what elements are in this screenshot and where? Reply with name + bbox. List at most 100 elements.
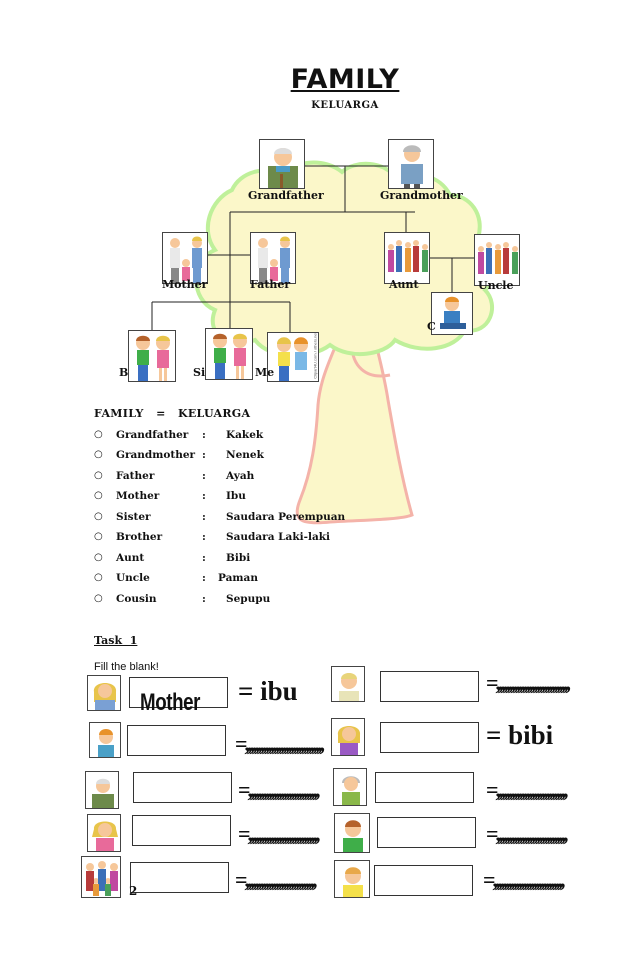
vocab-item: ○ Grandfather : Kakek [94,429,394,447]
vocab-item: ○ Brother : Saudara Laki-laki [94,531,394,549]
extended-family-icon [388,240,428,272]
answer-suffix: =,,,,,,,,,,,,,,,,,,,,,,,,,,,, [486,821,569,846]
answer-suffix: = bibi [486,720,554,750]
answer-field[interactable] [129,677,228,708]
me-icon [277,337,308,381]
vocab-item: ○ Mother : Ibu [94,490,394,508]
answer-suffix: =,,,,,,,,,,,,,,,,,,,,,,,,,,,, [238,821,321,846]
vocab-english: Father [116,470,155,482]
task-brother-picture [89,722,121,758]
answer-text: Mother [140,689,201,716]
vocab-colon: : [202,531,206,543]
woman-icon [337,726,361,755]
task-cousin-picture [334,813,370,853]
vocab-english: Aunt [116,552,145,564]
me-photo: Clipart4U.com / others.net [267,332,319,382]
task-grandmother-picture [333,768,367,806]
vocab-heading: FAMILY = KELUARGA [94,407,251,420]
bullet-icon: ○ [94,552,103,563]
answer-field[interactable] [374,865,473,896]
vocab-indonesian: Paman [218,572,258,584]
answer-field[interactable] [133,772,232,803]
vocab-colon: : [202,449,206,461]
grandmother-photo [388,139,434,189]
uncle-photo [474,234,520,286]
boy-icon [98,729,114,757]
sister-photo [205,328,253,380]
vocab-indonesian: Nenek [226,449,264,461]
vocab-indonesian: Ibu [226,490,246,502]
answer-suffix: =,,,,,,,,,,,,,,,,,,,,,,,,,,,, [238,777,321,802]
bullet-icon: ○ [94,490,103,501]
answer-suffix: =,,,,,,,,,,,,,,,,,,,,,,,,,,,, [483,867,566,892]
vocab-indonesian: Saudara Laki-laki [226,531,331,543]
vocab-english: Cousin [116,593,157,605]
answer-suffix: =,,,,,,,,,,,,,,,,,,,,,,,,,,,, [486,777,569,802]
bullet-icon: ○ [94,470,103,481]
bullet-icon: ○ [94,531,103,542]
bullet-icon: ○ [94,593,103,604]
answer-field[interactable] [377,817,476,848]
answer-field[interactable] [132,815,231,846]
page-number: 2 [129,884,138,898]
extended-family-icon [478,242,518,274]
vocab-item: ○ Cousin : Sepupu [94,593,394,611]
task-instruction: Fill the blank! [94,661,159,673]
vocab-colon: : [202,490,206,502]
answer-field[interactable] [127,725,226,756]
girl-icon [92,821,118,851]
boy-blond-icon [343,867,363,897]
page-subtitle: KELUARGA [311,100,379,111]
vocab-english: Grandfather [116,429,189,441]
boy-icon [343,820,363,852]
vocab-item: ○ Uncle : Paman [94,572,394,590]
vocab-english: Uncle [116,572,150,584]
vocab-item: ○ Father : Ayah [94,470,394,488]
label-uncle: Uncle [478,279,514,292]
label-mother: Mother [162,278,208,291]
vocab-item: ○ Grandmother : Nenek [94,449,394,467]
vocab-colon: : [202,572,206,584]
tree-trunk [295,338,414,525]
brother-photo [128,330,176,382]
vocab-item: ○ Aunt : Bibi [94,552,394,570]
vocab-indonesian: Sepupu [226,593,271,605]
mother-photo [162,232,208,284]
label-grandmother: Grandmother [380,189,463,202]
task-mother-picture [87,675,121,711]
tree-connector-lines [151,165,475,332]
tree-canopy [194,160,497,358]
parents-family-icon [170,236,202,283]
clipart-watermark: Clipart4U.com / others.net [312,332,318,379]
vocab-indonesian: Ayah [226,470,255,482]
label-father: Father [250,278,291,291]
bullet-icon: ○ [94,572,103,583]
vocab-colon: : [202,511,206,523]
bullet-icon: ○ [94,429,103,440]
answer-suffix: =,,,,,,,,,,,,,,,,,,,,,,,,,,,,, [486,670,571,695]
bullet-icon: ○ [94,449,103,460]
vocab-colon: : [202,470,206,482]
grandfather-photo [259,139,305,189]
task-sister-picture [87,814,121,852]
siblings-icon [213,333,247,379]
siblings-icon [136,335,170,381]
bullet-icon: ○ [94,511,103,522]
cousin-photo [431,292,473,335]
label-sister: Si [193,366,206,379]
task-family-picture [81,856,121,898]
task-uncle-picture [334,860,370,898]
vocab-indonesian: Saudara Perempuan [226,511,346,523]
vocab-colon: : [202,552,206,564]
man-icon [339,673,359,701]
answer-field[interactable] [130,862,229,893]
answer-field[interactable] [380,722,479,753]
aunt-photo [384,232,430,284]
answer-field[interactable] [375,772,474,803]
vocab-colon: : [202,429,206,441]
vocab-item: ○ Sister : Saudara Perempuan [94,511,394,529]
vocab-english: Grandmother [116,449,196,461]
grandmother-icon [342,776,360,805]
answer-field[interactable] [380,671,479,702]
